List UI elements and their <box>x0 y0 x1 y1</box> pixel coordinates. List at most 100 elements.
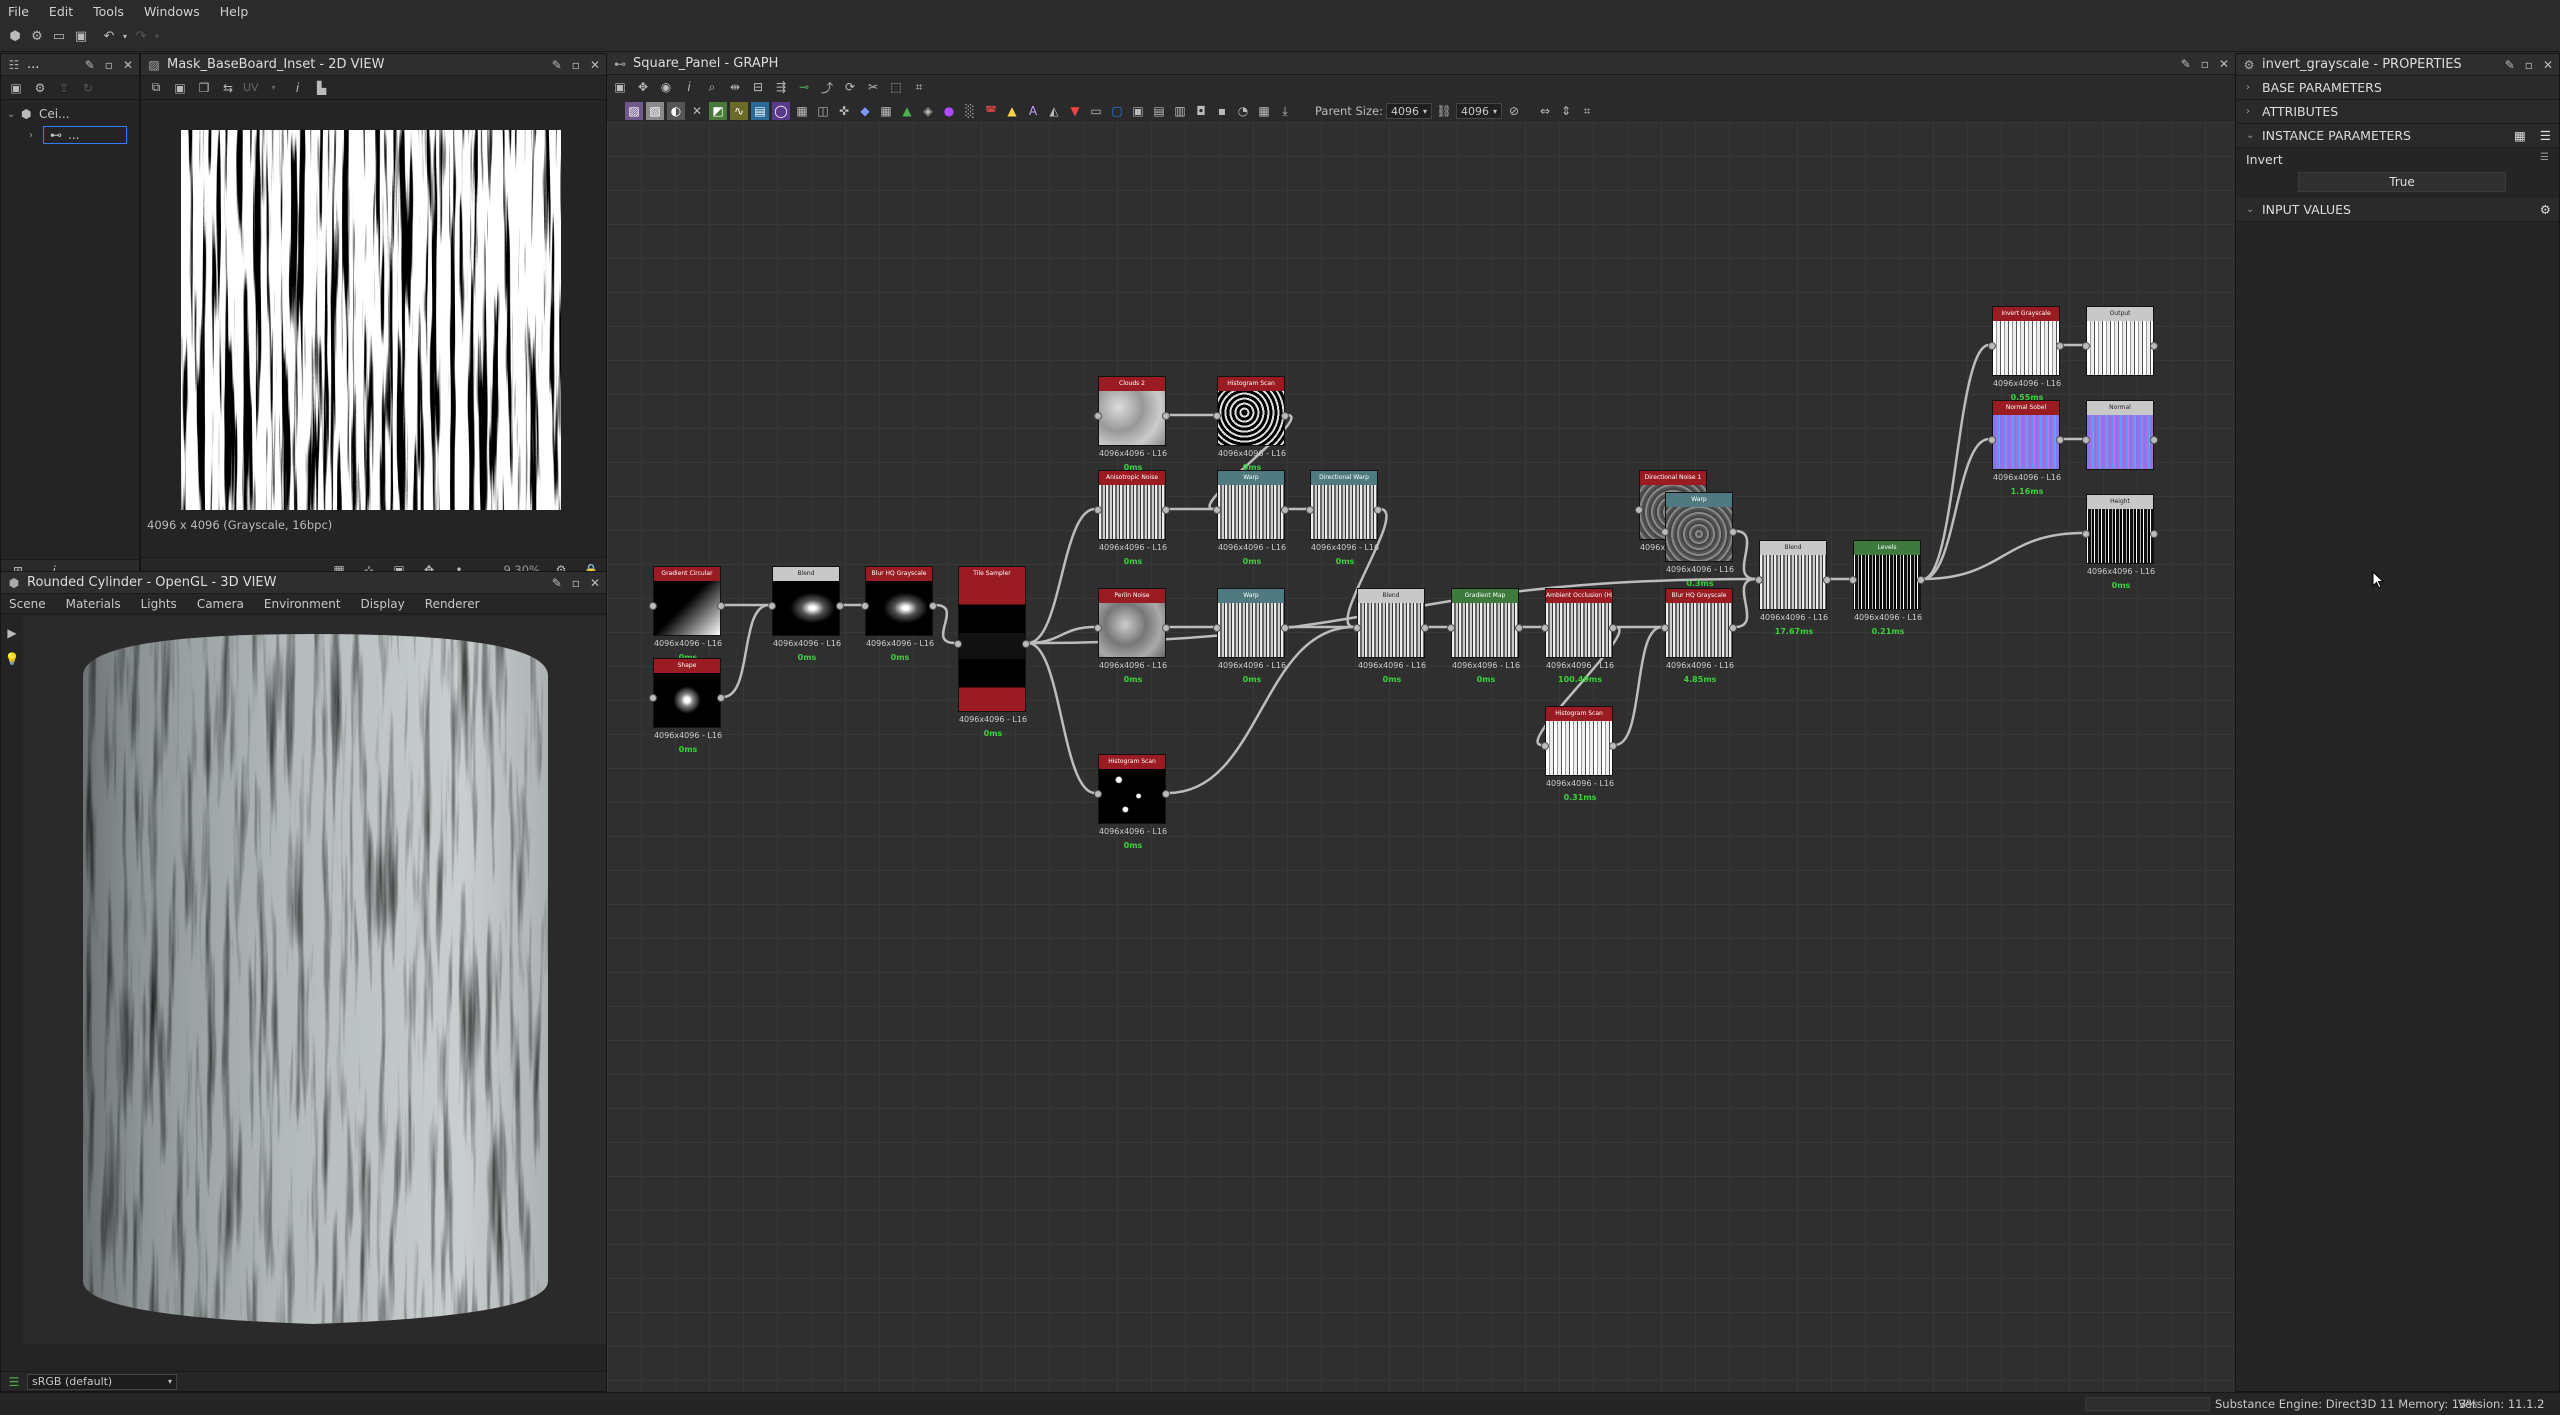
export-icon[interactable]: ⇪ <box>58 80 70 95</box>
instance-parameters-section[interactable]: ⌄INSTANCE PARAMETERS ▦☰ <box>2236 124 2559 148</box>
output-icon[interactable]: ▼ <box>1070 104 1080 118</box>
uniform-icon[interactable]: ◐ <box>667 102 685 120</box>
float-icon[interactable]: ▫ <box>571 57 580 72</box>
camera-icon[interactable]: ▶ <box>7 626 17 640</box>
input-pin[interactable] <box>1306 506 1314 514</box>
split-horizontal-icon[interactable]: ⇔ <box>1539 104 1551 118</box>
output-pin[interactable] <box>1281 412 1289 420</box>
save-package-icon[interactable]: ▣ <box>10 80 22 95</box>
graph-node[interactable]: Output <box>2082 306 2158 376</box>
pin-icon[interactable]: ✎ <box>551 57 562 72</box>
input-pin[interactable] <box>1661 528 1669 536</box>
output-pin[interactable] <box>717 602 725 610</box>
curve-icon[interactable]: ∿ <box>730 102 748 120</box>
graph-add-icon[interactable]: ⚙ <box>34 80 46 95</box>
blend-icon[interactable]: ▦ <box>796 104 808 118</box>
output-pin[interactable] <box>929 602 937 610</box>
sharpen-icon[interactable]: ◭ <box>1049 104 1059 118</box>
chevron-right-icon[interactable]: › <box>29 129 33 141</box>
base-parameters-section[interactable]: ›BASE PARAMETERS <box>2236 76 2559 100</box>
node-link[interactable] <box>1167 625 1355 795</box>
output-pin[interactable] <box>2056 342 2064 350</box>
comment-bubble-icon[interactable]: ▪ <box>1217 104 1227 118</box>
tree-root-item[interactable]: ⌄ ⬢ Cei... <box>7 104 133 124</box>
info-icon[interactable]: i <box>295 80 300 95</box>
link-nodes-icon[interactable]: ⊸ <box>798 80 810 94</box>
close-icon[interactable]: ✕ <box>2542 57 2553 72</box>
camera-menu[interactable]: Camera <box>196 596 244 611</box>
output-pin[interactable] <box>1162 790 1170 798</box>
renderer-menu[interactable]: Renderer <box>424 596 480 611</box>
attributes-section[interactable]: ›ATTRIBUTES <box>2236 100 2559 124</box>
link-icon[interactable]: ⇆ <box>222 80 234 95</box>
refresh-icon[interactable]: ↻ <box>82 80 94 95</box>
input-pin[interactable] <box>1541 742 1549 750</box>
align-icon[interactable]: ⇹ <box>729 80 741 94</box>
menu-icon[interactable]: ☰ <box>2539 128 2551 143</box>
node-link[interactable] <box>1734 529 1757 581</box>
chain-link-icon[interactable]: ⛓ <box>1436 104 1452 118</box>
preset-icon[interactable]: ▦ <box>2513 128 2526 143</box>
svg-icon[interactable]: ▧ <box>646 102 664 120</box>
output-pin[interactable] <box>1729 528 1737 536</box>
output-pin[interactable] <box>1162 506 1170 514</box>
reset-size-icon[interactable]: ⊘ <box>1508 104 1520 118</box>
warp-icon[interactable]: ✜ <box>838 104 850 118</box>
frame-icon[interactable]: ⬚ <box>890 80 902 94</box>
reroute-icon[interactable]: ⤴ <box>820 80 833 95</box>
light-icon[interactable]: 💡 <box>4 652 20 666</box>
connect-icon[interactable]: ⇶ <box>775 80 787 94</box>
output-pin[interactable] <box>836 602 844 610</box>
pixel-processor-icon[interactable]: ◚ <box>985 104 997 118</box>
pin-down-icon[interactable]: ⤓ <box>1282 103 1288 118</box>
input-pin[interactable] <box>1988 342 1996 350</box>
output-pin[interactable] <box>1162 624 1170 632</box>
selected-graph-item[interactable]: ⊷ ... <box>43 126 127 144</box>
close-icon[interactable]: ✕ <box>122 57 133 72</box>
uv-button[interactable]: UV <box>243 81 259 94</box>
redo-history-icon[interactable]: ▾ <box>154 32 159 41</box>
noise-icon[interactable]: ░ <box>965 104 975 118</box>
graph-node[interactable]: Ambient Occlusion (HB...4096x4096 - L161… <box>1541 588 1617 684</box>
texture-preview[interactable] <box>181 130 561 510</box>
blur-icon[interactable]: ◫ <box>817 104 829 118</box>
fx-map-icon[interactable]: ✕ <box>691 104 703 118</box>
float-icon[interactable]: ▫ <box>571 575 580 590</box>
output-pin[interactable] <box>1374 506 1382 514</box>
output-pin[interactable] <box>1729 624 1737 632</box>
output-pin[interactable] <box>2056 436 2064 444</box>
pin-icon[interactable]: ✎ <box>2180 56 2191 71</box>
normal-icon[interactable]: ◆ <box>860 104 870 118</box>
settings-icon[interactable]: ⚙ <box>2539 202 2551 217</box>
navigation-icon[interactable]: ▤ <box>1153 104 1165 118</box>
comment-icon[interactable]: ▭ <box>1090 104 1102 118</box>
node-link[interactable] <box>1346 507 1388 629</box>
split-vertical-icon[interactable]: ⇕ <box>1560 104 1572 118</box>
input-pin[interactable] <box>1213 412 1221 420</box>
pin-icon[interactable]: ✎ <box>551 575 562 590</box>
uv-dropdown-icon[interactable]: ▾ <box>271 83 276 92</box>
transform-icon[interactable]: ▲ <box>902 104 912 118</box>
menu-help[interactable]: Help <box>219 3 249 19</box>
close-icon[interactable]: ✕ <box>2218 56 2229 71</box>
node-link[interactable] <box>934 603 956 645</box>
input-pin[interactable] <box>861 602 869 610</box>
info-icon[interactable]: i <box>687 80 691 94</box>
input-pin[interactable] <box>954 640 962 648</box>
output-pin[interactable] <box>2150 530 2158 538</box>
float-icon[interactable]: ▫ <box>2524 57 2533 72</box>
input-pin[interactable] <box>768 602 776 610</box>
